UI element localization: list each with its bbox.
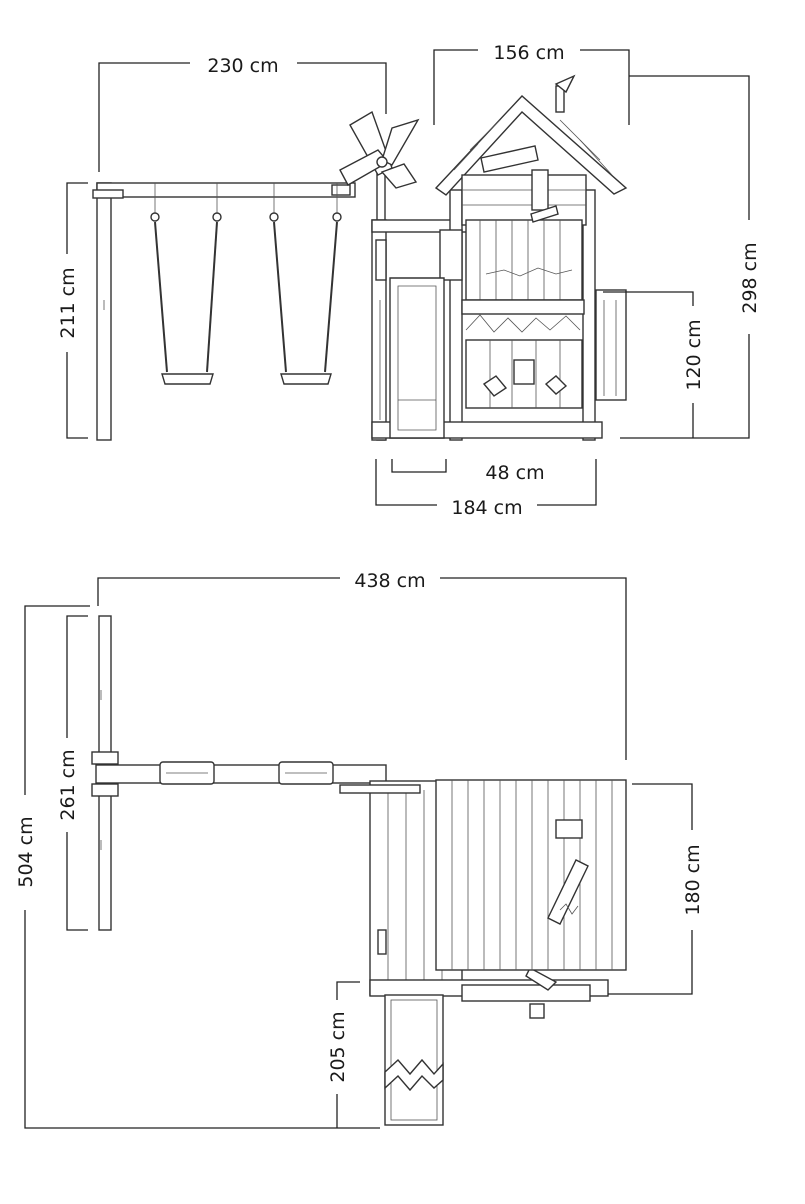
total-depth-label: 504 cm: [15, 816, 37, 887]
slide: [389, 277, 445, 439]
playhouse: [434, 74, 628, 409]
roof-top: [435, 779, 627, 971]
swing-right: [269, 183, 342, 385]
house-width-label: 156 cm: [493, 42, 564, 64]
swing-height-label: 211 cm: [57, 267, 79, 338]
swing-frame-top: [91, 615, 387, 931]
swing-width-label: 230 cm: [207, 55, 278, 77]
tower-frame: [371, 189, 603, 441]
side-dimension-lines: [66, 49, 750, 506]
top-dimension-lines: [24, 577, 693, 1129]
slide-length-label: 205 cm: [327, 1011, 349, 1082]
total-length-label: 438 cm: [354, 570, 425, 592]
house-depth-label: 180 cm: [682, 844, 704, 915]
top-view: 438 cm 261 cm 504 cm 180 cm 205 cm: [15, 570, 704, 1129]
total-height-label: 298 cm: [739, 242, 761, 313]
swing-frame: [92, 182, 356, 441]
swing-left: [150, 183, 222, 385]
platform-height-label: 120 cm: [683, 319, 705, 390]
slide-width-label: 48 cm: [485, 462, 544, 484]
base-width-label: 184 cm: [451, 497, 522, 519]
slide-top: [384, 994, 444, 1126]
swing-leg-span-label: 261 cm: [57, 749, 79, 820]
side-view: 230 cm 156 cm 211 cm 298 cm 120 cm 48 cm…: [57, 42, 761, 519]
